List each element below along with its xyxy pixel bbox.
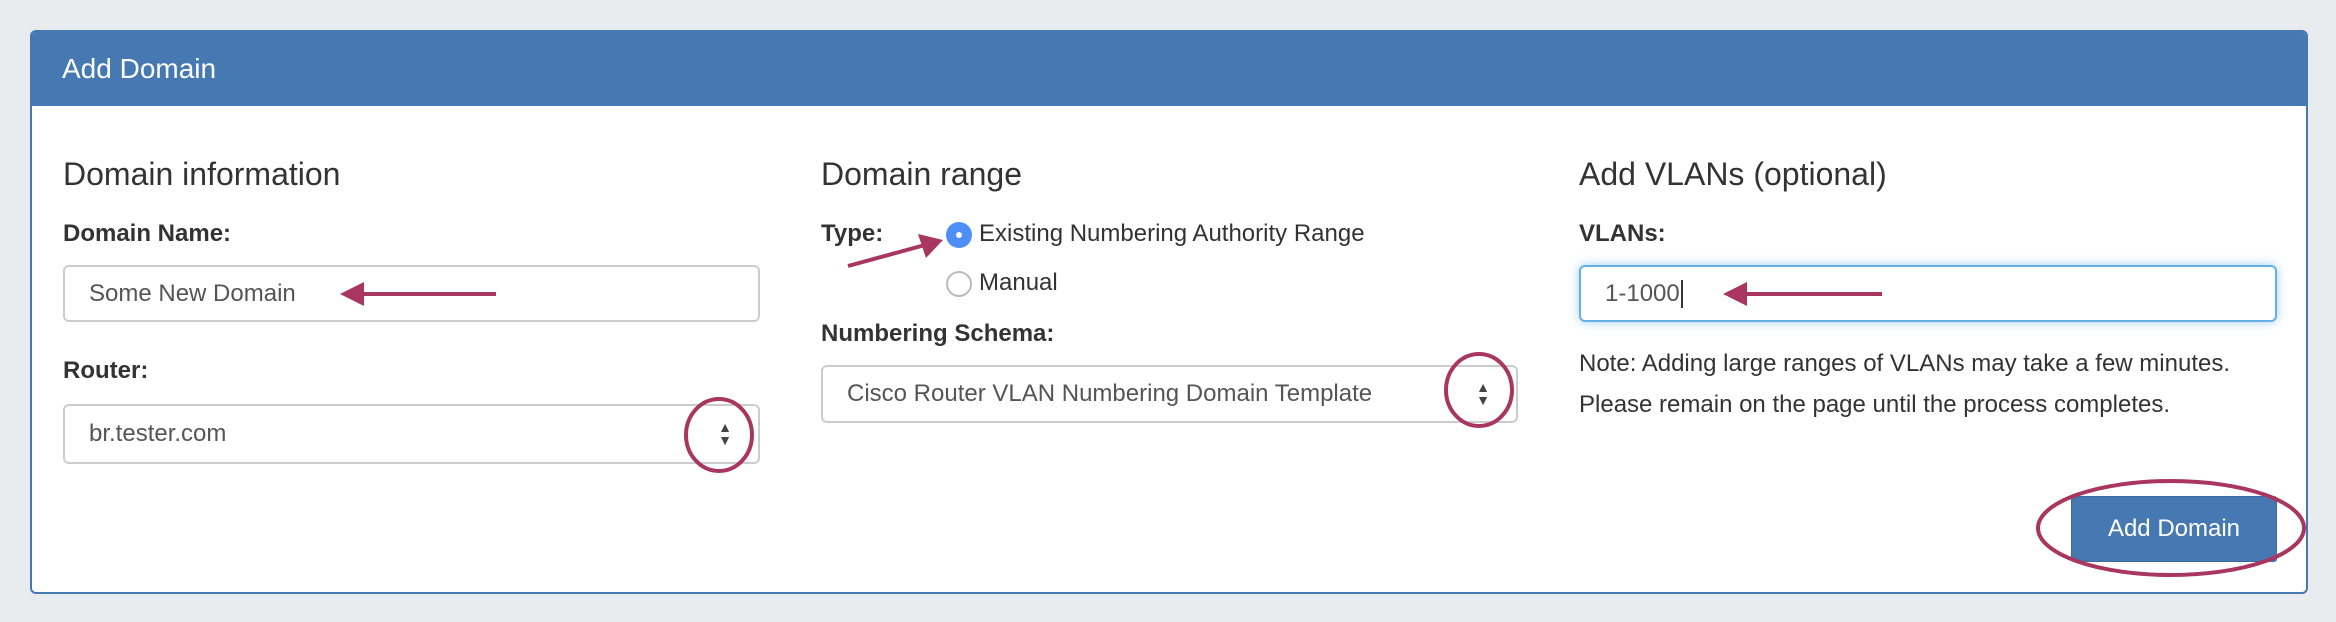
radio-manual[interactable] xyxy=(946,271,972,297)
panel-title: Add Domain xyxy=(32,32,2306,106)
domain-name-input[interactable]: Some New Domain xyxy=(63,265,760,322)
select-arrows-icon: ▲▼ xyxy=(1476,379,1490,408)
vlans-value: 1-1000 xyxy=(1605,279,1683,308)
numbering-schema-label: Numbering Schema: xyxy=(821,320,1055,347)
add-vlans-heading: Add VLANs (optional) xyxy=(1579,156,1887,192)
router-value: br.tester.com xyxy=(89,420,227,447)
router-select[interactable]: br.tester.com ▲▼ xyxy=(63,404,760,464)
domain-name-label: Domain Name: xyxy=(63,220,232,247)
add-domain-button[interactable]: Add Domain xyxy=(2071,496,2277,562)
radio-existing-range[interactable] xyxy=(946,222,972,248)
select-arrows-icon: ▲▼ xyxy=(718,419,732,448)
numbering-schema-select[interactable]: Cisco Router VLAN Numbering Domain Templ… xyxy=(821,365,1518,423)
vlans-input[interactable]: 1-1000 xyxy=(1579,265,2277,322)
radio-manual-label[interactable]: Manual xyxy=(979,269,1058,296)
domain-information-heading: Domain information xyxy=(63,156,341,192)
domain-range-heading: Domain range xyxy=(821,156,1022,192)
domain-name-value: Some New Domain xyxy=(89,279,296,307)
vlans-note: Note: Adding large ranges of VLANs may t… xyxy=(1579,350,2231,418)
radio-existing-range-label[interactable]: Existing Numbering Authority Range xyxy=(979,220,1365,247)
vlans-label: VLANs: xyxy=(1579,220,1666,247)
type-label: Type: xyxy=(821,220,884,247)
numbering-schema-value: Cisco Router VLAN Numbering Domain Templ… xyxy=(847,380,1373,407)
router-label: Router: xyxy=(63,357,149,384)
